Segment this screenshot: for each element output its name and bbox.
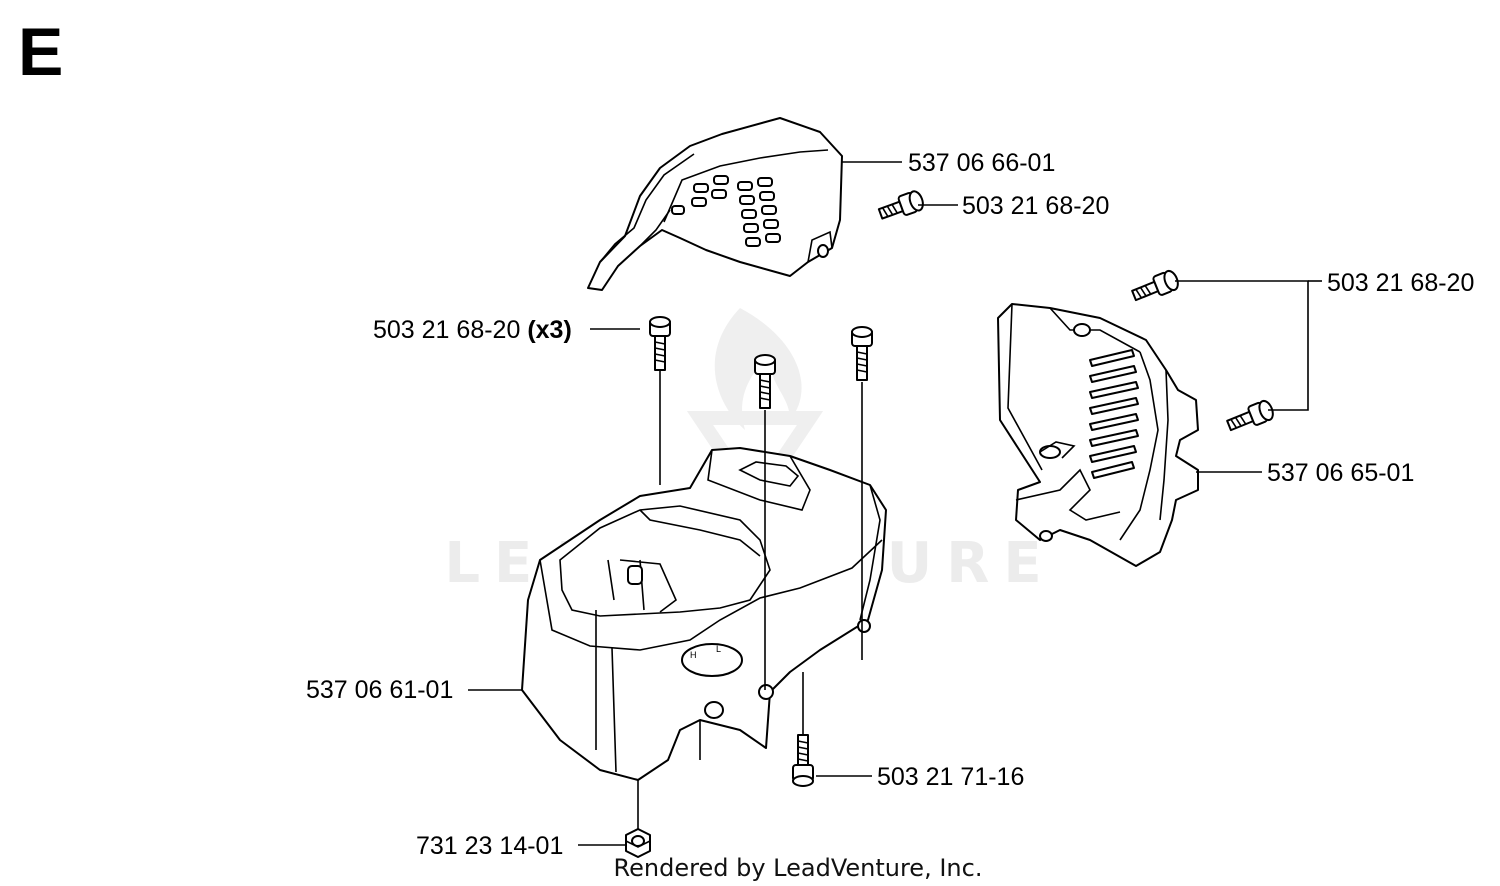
callout-upper-cover-screw: 503 21 68-20 — [962, 192, 1109, 220]
main-screw-2-part — [754, 354, 776, 409]
bottom-screw-part — [792, 734, 814, 787]
callout-bottom-screw: 503 21 71-16 — [877, 763, 1024, 791]
upper-cover-screw-part — [877, 190, 924, 220]
callout-main-cover: 537 06 61-01 — [306, 676, 453, 704]
callout-main-screws: 503 21 68-20 (x3) — [373, 316, 572, 344]
main-screw-3-part — [851, 326, 873, 381]
footer-credit: Rendered by LeadVenture, Inc. — [614, 854, 983, 882]
main-screw-1-part — [649, 316, 671, 371]
callout-upper-cover: 537 06 66-01 — [908, 149, 1055, 177]
right-cover-part — [997, 303, 1199, 567]
leader-lines — [468, 161, 1322, 846]
right-cover-fins — [1089, 349, 1139, 479]
callout-main-screws-qty: (x3) — [527, 316, 571, 344]
upper-cover-vents — [671, 175, 781, 247]
section-letter: E — [18, 14, 63, 90]
svg-text:H: H — [690, 650, 697, 660]
upper-cover-part — [587, 117, 843, 291]
callout-nut: 731 23 14-01 — [416, 832, 563, 860]
main-cover-part: H L — [521, 447, 887, 781]
right-cover-screw-bottom-part — [1226, 399, 1274, 432]
nut-part — [625, 828, 651, 858]
right-cover-screw-top-part — [1131, 269, 1179, 302]
svg-text:L: L — [716, 644, 721, 654]
callout-main-screws-part-no: 503 21 68-20 — [373, 316, 520, 344]
callout-right-cover-screws: 503 21 68-20 — [1327, 269, 1474, 297]
callout-right-cover: 537 06 65-01 — [1267, 459, 1414, 487]
